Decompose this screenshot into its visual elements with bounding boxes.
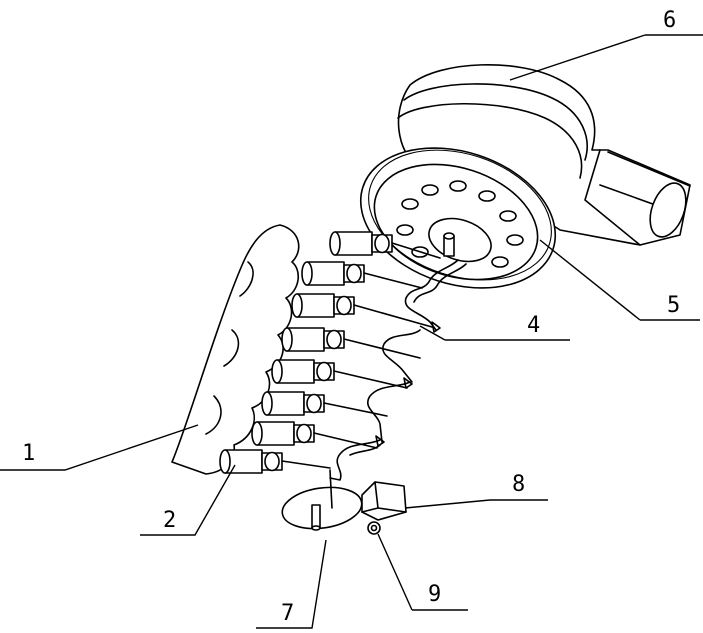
- coupling: [368, 522, 380, 534]
- label-part-5: 5: [667, 293, 680, 318]
- needle-tube: [330, 260, 466, 480]
- motor-block: [362, 482, 406, 520]
- leader-lines: [0, 35, 703, 628]
- label-part-4: 4: [527, 313, 540, 338]
- label-part-2: 2: [163, 508, 176, 533]
- small-disc: [280, 470, 365, 533]
- label-part-9: 9: [428, 582, 441, 607]
- label-part-6: 6: [663, 8, 676, 33]
- label-part-8: 8: [512, 472, 525, 497]
- label-part-7: 7: [281, 601, 294, 626]
- label-part-1: 1: [22, 441, 35, 466]
